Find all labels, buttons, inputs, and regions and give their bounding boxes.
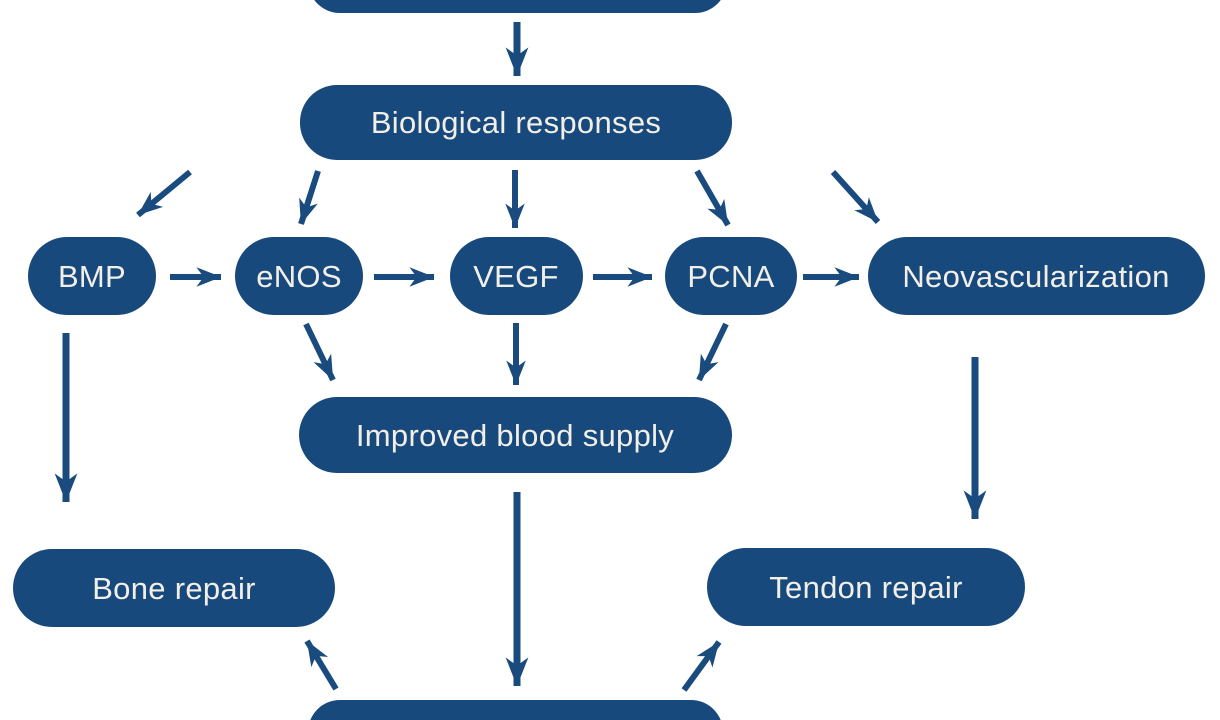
arrow-pcna-to-improved-blood-supply [696, 322, 729, 382]
node-top-partial [314, 0, 721, 13]
node-improved-blood-supply: Improved blood supply [299, 397, 732, 473]
node-bmp: BMP [28, 237, 156, 315]
node-vegf: VEGF [450, 237, 583, 315]
arrow-biological-responses-to-enos [298, 170, 321, 225]
node-bottom-partial [310, 700, 721, 720]
arrow-biological-responses-to-neovascularization [830, 169, 881, 225]
node-pcna: PCNA [665, 237, 797, 315]
node-label-improved-blood-supply: Improved blood supply [356, 418, 674, 453]
arrow-enos-to-improved-blood-supply [303, 322, 336, 382]
nodes: Biological responses BMP eNOS VEGF PCNA [13, 0, 1205, 720]
node-enos: eNOS [235, 237, 363, 315]
node-label-tendon-repair: Tendon repair [769, 570, 962, 605]
arrow-bottom-to-tendon-repair [681, 640, 722, 692]
arrow-biological-responses-to-pcna [694, 169, 731, 227]
node-label-pcna: PCNA [687, 259, 774, 294]
node-label-vegf: VEGF [473, 259, 559, 294]
node-biological-responses: Biological responses [300, 85, 732, 160]
node-label-enos: eNOS [256, 259, 342, 294]
node-label-biological-responses: Biological responses [371, 105, 661, 140]
arrow-bottom-to-bone-repair [304, 639, 339, 691]
node-tendon-repair: Tendon repair [707, 548, 1025, 626]
arrow-biological-responses-to-bmp [136, 169, 192, 218]
node-label-neovascularization: Neovascularization [902, 259, 1169, 294]
node-label-bmp: BMP [58, 259, 126, 294]
edges [54, 22, 987, 692]
node-label-bone-repair: Bone repair [92, 571, 256, 606]
node-bone-repair: Bone repair [13, 549, 335, 627]
node-neovascularization: Neovascularization [868, 237, 1205, 315]
